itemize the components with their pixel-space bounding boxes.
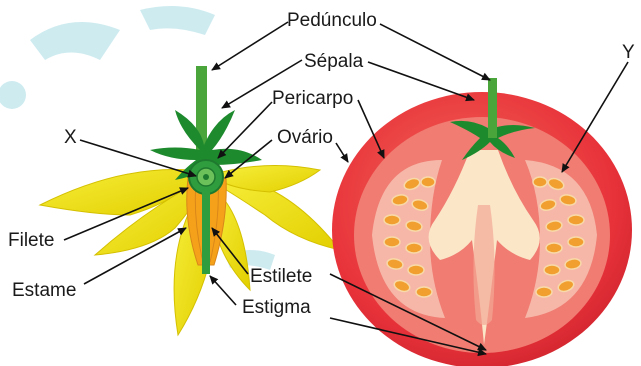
label-pericarp: Pericarpo (272, 88, 353, 109)
label-stamen: Estame (12, 280, 76, 301)
label-x: X (64, 127, 77, 148)
stigma-pointer-flower (210, 276, 236, 305)
label-y: Y (622, 42, 635, 63)
flower-style (202, 192, 210, 274)
label-sepal: Sépala (304, 51, 364, 72)
ovary-pointer-fruit (336, 143, 348, 162)
tomato-fruit-cross-section (332, 78, 632, 366)
label-stigma: Estigma (242, 297, 311, 318)
label-style: Estilete (250, 266, 312, 287)
peduncle-pointer-flower (212, 22, 288, 70)
pericarp-pointer-flower (218, 102, 272, 158)
tomato-stem (488, 78, 497, 138)
sepal-pointer-fruit (368, 62, 474, 100)
label-filament: Filete (8, 230, 54, 251)
label-peduncle: Pedúnculo (287, 10, 377, 31)
label-ovary: Ovário (277, 127, 333, 148)
